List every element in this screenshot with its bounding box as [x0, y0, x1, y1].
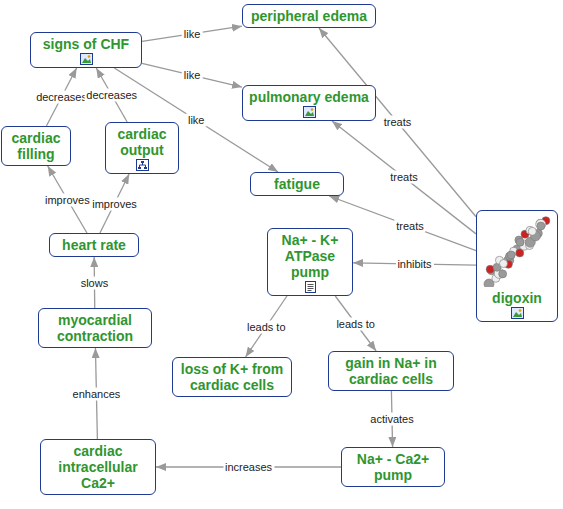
concept-text: Na+ - Ca2+ pump — [346, 451, 440, 483]
connector-arrow — [332, 121, 476, 234]
concept-text: fatigue — [274, 176, 320, 192]
concept-text: cardiac output — [110, 126, 174, 158]
concept-text: cardiac filling — [6, 130, 66, 162]
concept-box: cardiac output — [105, 122, 179, 174]
connector-arrow — [142, 26, 242, 41]
connector-arrow — [246, 296, 287, 357]
concept-box: Na+ - Ca2+ pump — [341, 447, 445, 487]
concept-box: signs of CHF — [30, 32, 142, 68]
link-label: improves — [43, 193, 92, 206]
icon-badge — [303, 106, 316, 118]
concept-box: cardiac intracellular Ca2+ — [40, 439, 156, 495]
link-label: decreases — [34, 91, 89, 104]
link-label: decreases — [84, 89, 139, 102]
concept-box: loss of K+ from cardiac cells — [172, 357, 292, 397]
link-label: like — [182, 69, 203, 82]
concept-text: cardiac intracellular Ca2+ — [45, 443, 151, 491]
concept-text: loss of K+ from cardiac cells — [177, 361, 287, 393]
concept-box: peripheral edema — [242, 4, 376, 28]
concept-text: pulmonary edema — [249, 89, 369, 105]
link-label: increases — [223, 461, 274, 474]
link-label: slows — [79, 276, 111, 289]
icon-badge — [304, 281, 317, 293]
concept-box: fatigue — [250, 172, 344, 196]
connector-arrow — [335, 296, 376, 351]
link-label: leads to — [334, 317, 377, 330]
concept-text: signs of CHF — [43, 36, 129, 52]
link-label: like — [186, 114, 207, 127]
concept-box: digoxin — [476, 210, 558, 322]
icon-badge — [80, 53, 93, 65]
link-label: treats — [394, 220, 426, 233]
link-label: inhibits — [395, 258, 433, 271]
concept-box: Na+ - K+ ATPase pump — [267, 228, 353, 296]
concept-text: gain in Na+ in cardiac cells — [333, 355, 449, 387]
concept-box: gain in Na+ in cardiac cells — [328, 351, 454, 391]
connector-arrow — [142, 63, 242, 87]
link-label: like — [182, 27, 203, 40]
concept-box: myocardial contraction — [38, 308, 152, 348]
concept-text: peripheral edema — [251, 8, 367, 24]
link-label: improves — [90, 197, 139, 210]
concept-box: heart rate — [49, 233, 139, 257]
concept-text: Na+ - K+ ATPase pump — [272, 232, 348, 280]
concept-box: cardiac filling — [1, 126, 71, 166]
link-label: activates — [368, 413, 415, 426]
concept-text: heart rate — [62, 237, 126, 253]
link-label: treats — [388, 171, 420, 184]
icon-badge — [136, 159, 149, 171]
concept-text: digoxin — [492, 290, 542, 306]
icon-badge — [511, 307, 524, 319]
concept-text: myocardial contraction — [43, 312, 147, 344]
molecule-picture — [479, 213, 555, 287]
concept-box: pulmonary edema — [242, 85, 376, 121]
link-label: leads to — [245, 320, 288, 333]
link-label: treats — [382, 116, 414, 129]
link-label: enhances — [71, 387, 123, 400]
